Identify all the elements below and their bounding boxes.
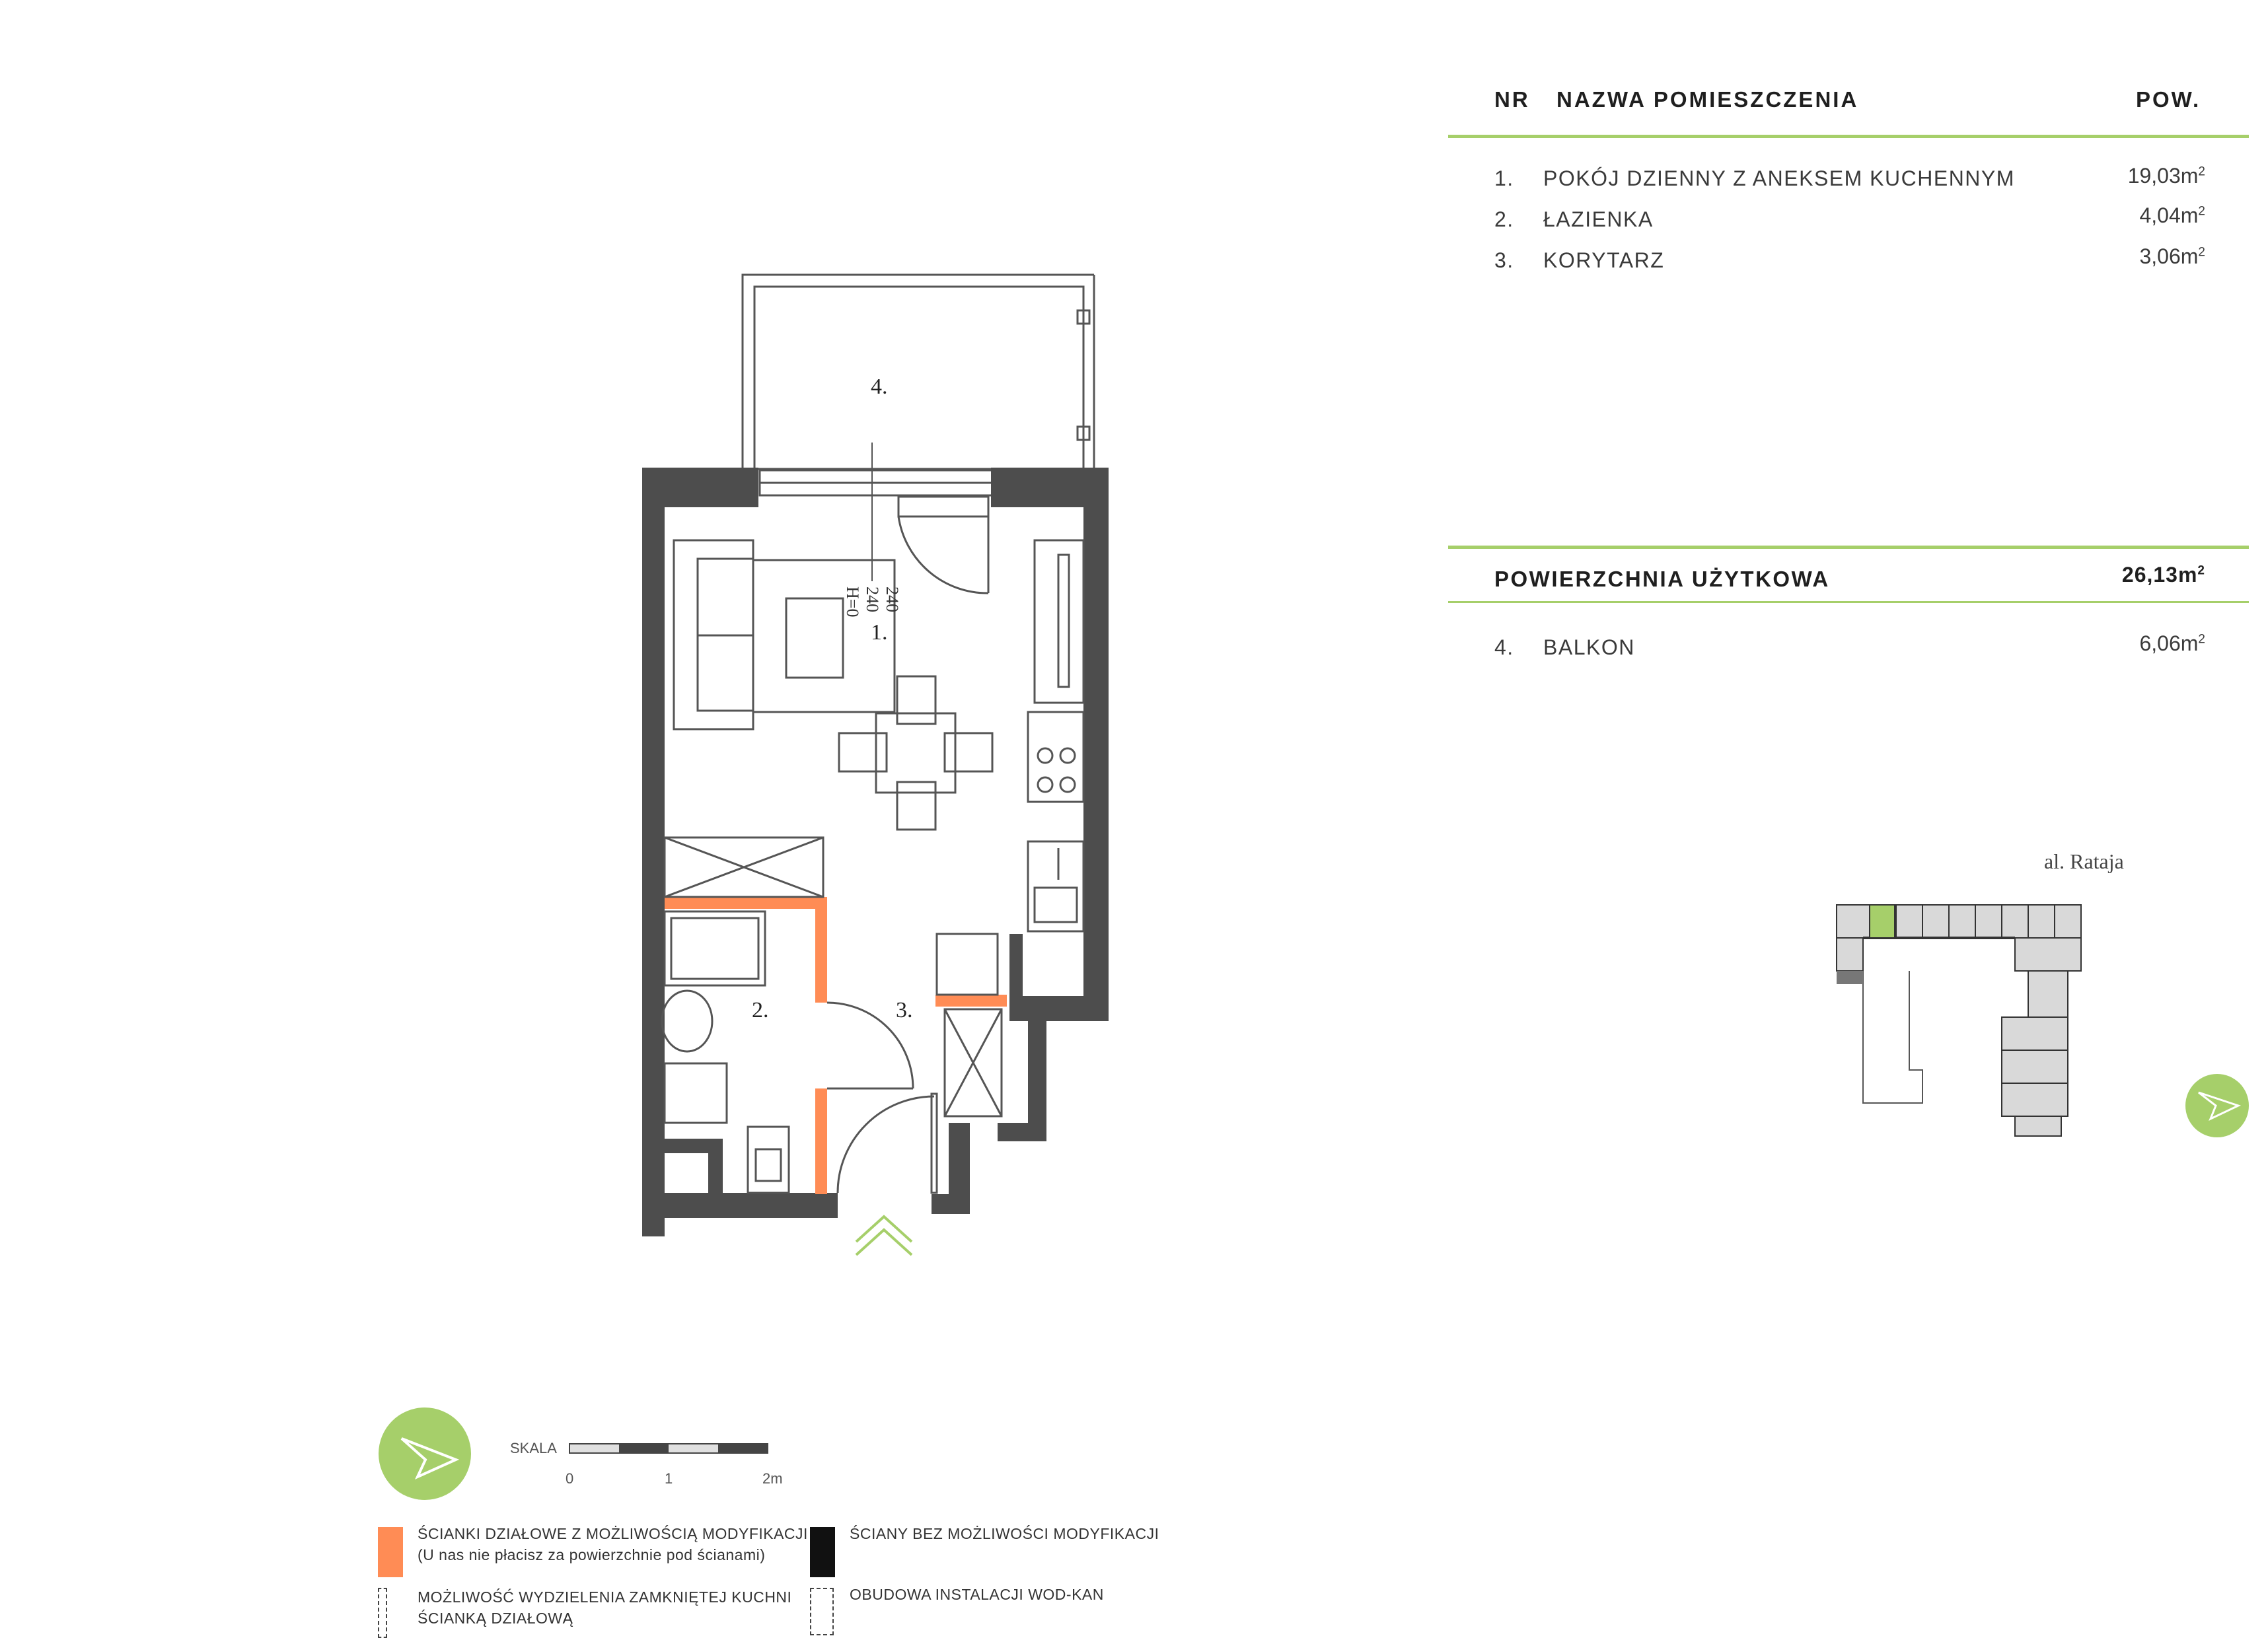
room-2-nr: 2. <box>1494 207 1514 231</box>
height-mark-3: H=0 <box>843 587 862 617</box>
entrance-door <box>836 1092 938 1194</box>
bathroom-fixtures <box>661 836 824 1194</box>
room-1-nr: 1. <box>1494 166 1514 190</box>
legend-swatch-fixed <box>810 1527 835 1577</box>
legend-swatch-shaft <box>810 1588 834 1635</box>
room-label-2: 2. <box>752 998 769 1022</box>
legend-modifiable-title: ŚCIANKI DZIAŁOWE Z MOŻLIWOŚCIĄ MODYFIKAC… <box>418 1525 808 1542</box>
room-1-name: POKÓJ DZIENNY Z ANEKSEM KUCHENNYM <box>1543 166 2015 190</box>
room-3-name: KORYTARZ <box>1543 248 1665 272</box>
room-label-4: 4. <box>871 374 888 399</box>
legend-swatch-modifiable <box>378 1527 403 1577</box>
legend-modifiable-note: (U nas nie płacisz za powierzchnie pod ś… <box>418 1546 766 1563</box>
room-4-name: BALKON <box>1543 635 1635 659</box>
room-2-area: 4,04m2 <box>2139 203 2205 227</box>
balcony-window <box>758 469 994 497</box>
legend-shaft: OBUDOWA INSTALACJI WOD-KAN <box>850 1586 1104 1603</box>
height-mark-1: 240 <box>883 587 902 612</box>
north-arrow-icon <box>379 1407 471 1500</box>
room-2-name: ŁAZIENKA <box>1543 207 1654 231</box>
room-3-nr: 3. <box>1494 248 1514 272</box>
height-mark: 240 240 H=0 <box>843 587 902 617</box>
site-map <box>1836 904 2082 1137</box>
scale-tick-0: 0 <box>566 1470 574 1487</box>
total-top-divider <box>1448 546 2249 549</box>
fixed-walls <box>642 468 1109 1236</box>
legend-kitchen-line1: MOŻLIWOŚĆ WYDZIELENIA ZAMKNIĘTEJ KUCHNI <box>418 1588 792 1606</box>
entrance-arrow-icon <box>855 1215 913 1256</box>
total-label: POWIERZCHNIA UŻYTKOWA <box>1494 567 1830 591</box>
street-label: al. Rataja <box>2044 849 2124 873</box>
scale-label: SKALA <box>510 1440 557 1456</box>
room-label-3: 3. <box>896 998 913 1022</box>
dining-table <box>838 675 994 831</box>
header-name: NAZWA POMIESZCZENIA <box>1556 87 1859 112</box>
legend-kitchen: MOŻLIWOŚĆ WYDZIELENIA ZAMKNIĘTEJ KUCHNI … <box>418 1586 791 1629</box>
unit-location-marker <box>1869 904 1895 939</box>
scale-tick-2m: 2m <box>762 1470 783 1487</box>
modifiable-walls <box>665 897 1007 1194</box>
balcony <box>741 273 1095 581</box>
legend-swatch-kitchen <box>378 1588 387 1638</box>
header-area: POW. <box>2136 87 2201 112</box>
kitchen <box>1027 539 1085 933</box>
room-label-1: 1. <box>871 620 888 645</box>
scale-bar <box>569 1443 768 1454</box>
legend-modifiable: ŚCIANKI DZIAŁOWE Z MOŻLIWOŚCIĄ MODYFIKAC… <box>418 1523 808 1565</box>
total-bottom-divider <box>1448 601 2249 603</box>
balcony-door <box>897 495 990 594</box>
bathroom-door <box>826 1001 914 1090</box>
height-mark-2: 240 <box>863 587 882 612</box>
header-divider <box>1448 135 2249 138</box>
header-nr: NR <box>1494 87 1530 112</box>
legend-fixed: ŚCIANY BEZ MOŻLIWOŚCI MODYFIKACJI <box>850 1525 1159 1542</box>
room-4-area: 6,06m2 <box>2139 631 2205 655</box>
scale-tick-1: 1 <box>665 1470 673 1487</box>
corridor-cabinet <box>935 933 1003 1118</box>
room-1-area: 19,03m2 <box>2127 164 2205 188</box>
room-3-area: 3,06m2 <box>2139 244 2205 268</box>
total-value: 26,13m2 <box>2121 563 2205 587</box>
room-4-nr: 4. <box>1494 635 1514 659</box>
legend-kitchen-line2: ŚCIANKĄ DZIAŁOWĄ <box>418 1610 573 1627</box>
sofa <box>673 539 896 730</box>
compass-icon <box>2185 1074 2249 1137</box>
